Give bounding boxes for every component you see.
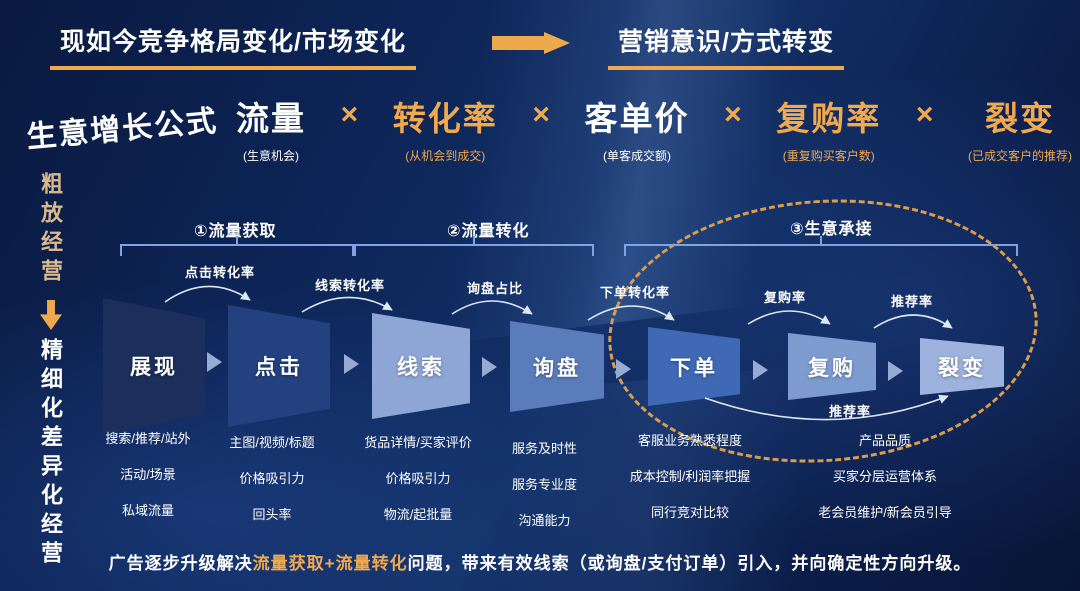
funnel-step-label: 线索 — [397, 356, 445, 379]
note-item: 服务专业度 — [511, 477, 577, 492]
note-item: 同行竞对比较 — [650, 505, 729, 520]
notes-order: 客服业务熟悉程度 成本控制/利润率把握 同行竞对比较 — [615, 430, 765, 538]
footer-text: 广告逐步升级解决 — [108, 554, 253, 573]
note-item: 价格吸引力 — [385, 471, 451, 486]
footer-plus: + — [324, 554, 336, 573]
stage-bracket — [120, 244, 354, 256]
note-item: 沟通能力 — [518, 513, 571, 528]
multiply-sign: × — [915, 98, 934, 131]
header-right-title: 营销意识/方式转变 — [608, 22, 844, 70]
formula-title: 生意增长公式 — [25, 104, 220, 155]
note-item: 买家分层运营体系 — [832, 469, 937, 484]
funnel-step-leads: 线索 — [372, 313, 470, 419]
formula-term-order-value: 客单价 (单客成交额) — [585, 92, 690, 164]
funnel-step-label: 裂变 — [938, 356, 986, 380]
multiply-sign: × — [340, 98, 359, 131]
funnel-step-click: 点击 — [228, 305, 330, 427]
funnel-step-label: 展现 — [130, 356, 178, 379]
note-item: 成本控制/利润率把握 — [629, 469, 751, 484]
growth-formula: 流量 (生意机会) × 转化率 (从机会到成交) × 客单价 (单客成交额) ×… — [236, 92, 1072, 164]
rate-label-referral-bottom: 推荐率 — [828, 404, 871, 419]
rate-label-repurchase: 复购率 — [763, 290, 806, 305]
step-arrow-icon — [207, 352, 222, 372]
note-item: 活动/场景 — [120, 467, 176, 482]
formula-term-traffic: 流量 (生意机会) — [236, 92, 306, 164]
footer-text: 问题，带来有效线索（或询盘/支付订单）引入，并向确定性方向升级。 — [407, 554, 972, 573]
term-sub: (重复购买客户数) — [782, 149, 875, 163]
funnel-step-repurchase: 复购 — [788, 333, 876, 400]
note-item: 产品品质 — [858, 433, 911, 448]
rail-refined-operation: 精细化差异化经营 — [38, 338, 63, 570]
rate-arc — [301, 296, 393, 313]
formula-term-conversion-rate: 转化率 (从机会到成交) — [393, 92, 498, 164]
notes-inquiry: 服务及时性 服务专业度 沟通能力 — [487, 438, 602, 546]
step-arrow-icon — [616, 359, 631, 379]
arrow-stem — [492, 36, 544, 50]
header-left-title: 现如今竞争格局变化/市场变化 — [50, 22, 416, 70]
stage-label-traffic-acquisition: ①流量获取 — [194, 223, 277, 240]
step-arrow-icon — [482, 357, 497, 377]
rate-label-referral: 推荐率 — [890, 294, 933, 309]
rate-label-order-conversion: 下单转化率 — [599, 285, 670, 300]
rail-extensive-operation: 粗放经营 — [38, 172, 63, 288]
note-item: 私域流量 — [121, 503, 174, 518]
term-sub: (生意机会) — [243, 149, 299, 163]
funnel-step-order: 下单 — [648, 327, 740, 406]
funnel-step-label: 下单 — [670, 356, 718, 380]
rate-arc — [164, 285, 251, 303]
notes-exposure: 搜索/推荐/站外 活动/场景 私域流量 — [88, 428, 208, 536]
notes-click: 主图/视频/标题 价格吸引力 回头率 — [212, 432, 332, 540]
funnel-step-fission: 裂变 — [920, 338, 1004, 395]
term-label: 转化率 — [392, 100, 498, 137]
rate-label-lead-conversion: 线索转化率 — [314, 278, 385, 293]
footer-highlight: 流量获取 — [252, 554, 325, 573]
funnel-step-label: 询盘 — [533, 356, 581, 380]
step-arrow-icon — [753, 360, 768, 380]
notes-leads: 货品详情/买家评价 价格吸引力 物流/起批量 — [348, 432, 488, 540]
note-item: 物流/起批量 — [383, 507, 453, 522]
multiply-sign: × — [724, 98, 742, 131]
term-sub: (单客成交额) — [603, 149, 671, 163]
funnel-step-label: 复购 — [808, 356, 856, 380]
footer-summary: 广告逐步升级解决流量获取+流量转化问题，带来有效线索（或询盘/支付订单）引入，并… — [0, 549, 1080, 574]
note-item: 老会员维护/新会员引导 — [818, 505, 952, 520]
term-label: 裂变 — [985, 100, 1055, 137]
note-item: 价格吸引力 — [239, 471, 305, 486]
down-arrow-icon — [40, 300, 62, 330]
arrow-head — [544, 32, 570, 54]
stage-label-business-undertaking: ③生意承接 — [790, 221, 873, 238]
rate-label-inquiry-share: 询盘占比 — [466, 281, 523, 296]
note-item: 搜索/推荐/站外 — [105, 431, 191, 446]
stage-label-traffic-conversion: ②流量转化 — [447, 223, 530, 240]
funnel-step-exposure: 展现 — [103, 298, 205, 434]
term-label: 复购率 — [776, 100, 882, 137]
funnel-step-inquiry: 询盘 — [510, 321, 604, 412]
term-sub: (已成交客户的推荐) — [968, 149, 1072, 163]
rate-label-click-conversion: 点击转化率 — [184, 265, 255, 280]
formula-term-repurchase-rate: 复购率 (重复购买客户数) — [776, 92, 881, 164]
stage-bracket — [624, 244, 1018, 256]
step-arrow-icon — [344, 354, 359, 374]
note-item: 回头率 — [252, 507, 292, 522]
note-item: 货品详情/买家评价 — [364, 435, 472, 450]
stage-bracket — [354, 244, 594, 256]
formula-term-fission: 裂变 (已成交客户的推荐) — [968, 92, 1072, 164]
multiply-sign: × — [532, 98, 550, 131]
term-sub: (从机会到成交) — [405, 149, 486, 163]
term-label: 流量 — [236, 100, 306, 137]
funnel-step-label: 点击 — [255, 356, 303, 379]
notes-fission: 产品品质 买家分层运营体系 老会员维护/新会员引导 — [805, 430, 965, 538]
note-item: 服务及时性 — [511, 441, 577, 456]
note-item: 客服业务熟悉程度 — [637, 433, 742, 448]
footer-highlight: 流量转化 — [335, 554, 408, 573]
term-label: 客单价 — [584, 100, 690, 137]
transition-arrow-icon — [492, 32, 572, 54]
note-item: 主图/视频/标题 — [229, 435, 315, 450]
step-arrow-icon — [888, 361, 903, 381]
rate-arc — [451, 300, 533, 315]
